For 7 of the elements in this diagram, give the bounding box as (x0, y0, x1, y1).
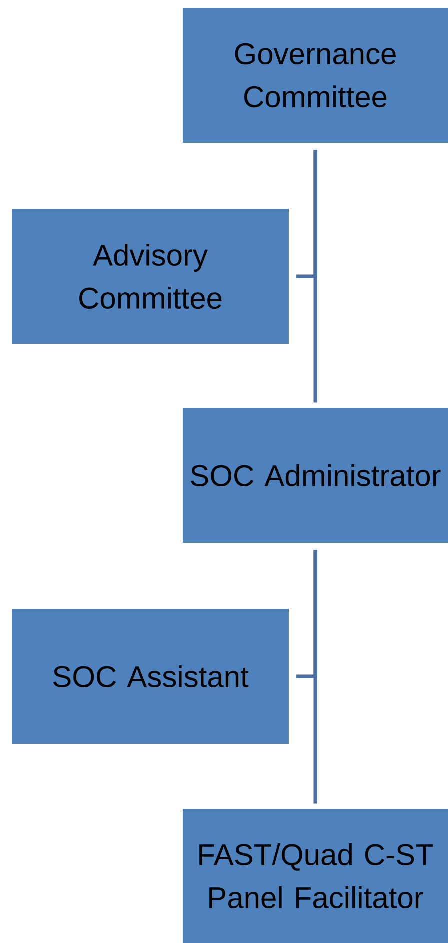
org-box: Governance Committee (183, 8, 448, 143)
org-box: Advisory Committee (12, 209, 289, 344)
connector-line (296, 150, 318, 278)
org-box: SOC Assistant (12, 609, 289, 744)
connector-line (296, 550, 318, 678)
org-box: FAST/Quad C-ST Panel Facilitator (183, 809, 448, 943)
org-box: SOC Administrator (183, 408, 448, 543)
